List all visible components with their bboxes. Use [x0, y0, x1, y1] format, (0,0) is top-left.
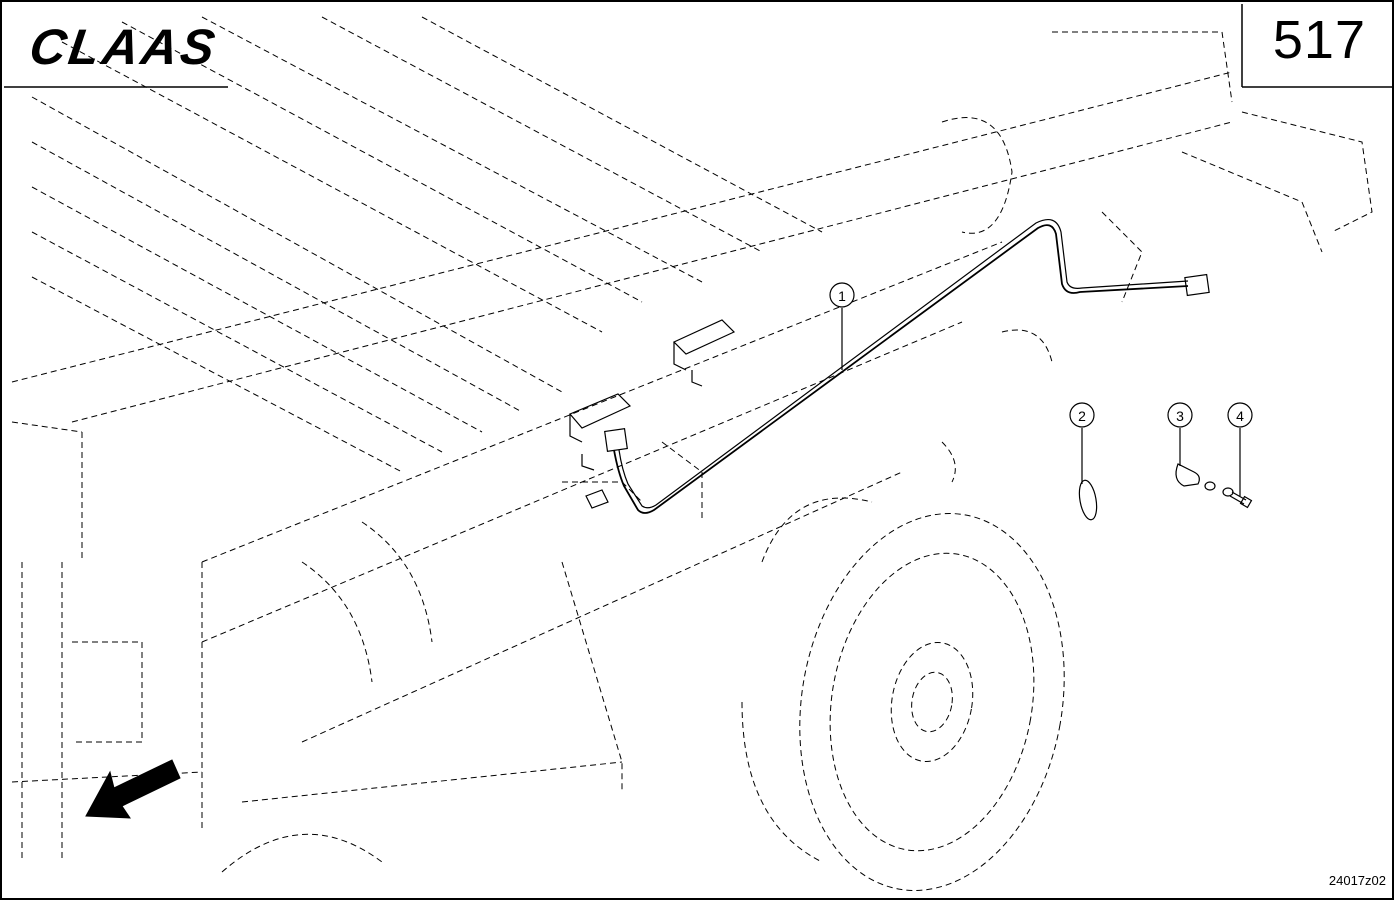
cable-harness: [604, 218, 1210, 514]
callout-4-number: 4: [1236, 408, 1244, 424]
callout-1: 1: [829, 282, 855, 370]
callout-3-number: 3: [1176, 408, 1184, 424]
mounting-brackets: [569, 319, 736, 509]
callout-1-balloon: [829, 282, 855, 308]
cable-clamp: [1175, 463, 1234, 497]
callout-4: 4: [1227, 402, 1253, 496]
drawing-id: 24017z02: [1328, 873, 1386, 888]
page-number: 517: [1272, 10, 1366, 70]
claas-logo: CLAAS: [26, 19, 221, 75]
callout-2-balloon: [1069, 402, 1095, 428]
screw: [1229, 491, 1253, 509]
callout-2-number: 2: [1078, 408, 1086, 424]
callout-3: 3: [1167, 402, 1193, 466]
machine-ghost-outline: [11, 16, 1373, 891]
callout-2: 2: [1069, 402, 1095, 462]
callout-4-balloon: [1227, 402, 1253, 428]
direction-arrow-icon: [85, 759, 181, 819]
claas-logo-text: CLAAS: [26, 19, 221, 75]
callout-1-number: 1: [838, 288, 846, 304]
cable-tie: [1078, 462, 1098, 521]
callout-3-balloon: [1167, 402, 1193, 428]
